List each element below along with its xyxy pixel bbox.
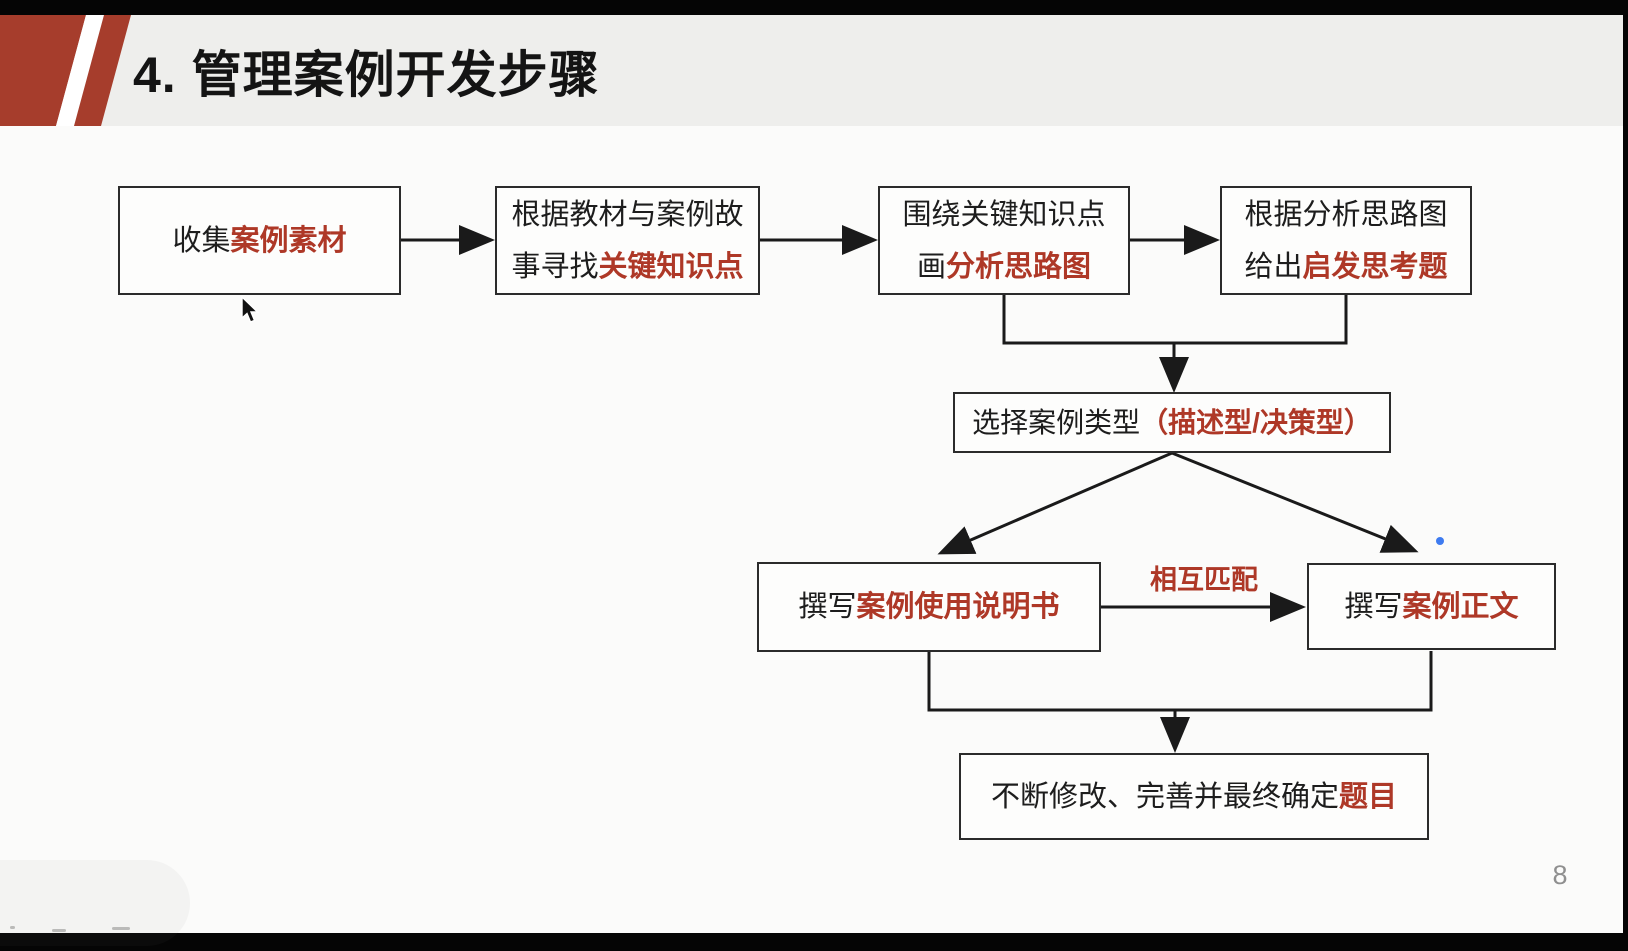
slide-page-number: 8	[1552, 860, 1568, 890]
merge-line-b3-b4	[1002, 295, 1348, 345]
page-title: 4. 管理案例开发步骤	[133, 46, 600, 103]
artifact-speckle	[52, 929, 66, 932]
flow-box-write-usage-manual: 撰写案例使用说明书	[757, 562, 1101, 652]
mouse-cursor-icon	[241, 296, 260, 323]
artifact-speckle	[112, 927, 130, 930]
mutual-match-label: 相互匹配	[1150, 565, 1258, 595]
letterbox-bottom	[0, 933, 1628, 951]
flow-box-find-key-knowledge: 根据教材与案例故事寻找关键知识点	[495, 186, 760, 295]
flow-box-finalize-title: 不断修改、完善并最终确定题目	[959, 753, 1429, 840]
header-stripes-decoration	[0, 15, 131, 126]
flow-box-collect-material: 收集案例素材	[118, 186, 401, 295]
arrow-b5-b7	[1171, 451, 1419, 553]
flow-box-write-case-body: 撰写案例正文	[1307, 563, 1556, 650]
letterbox-right	[1623, 0, 1628, 951]
flow-box-draw-analysis-map: 围绕关键知识点画分析思路图	[878, 186, 1130, 295]
merge-line-b6-b7	[927, 651, 1433, 712]
flow-box-choose-case-type: 选择案例类型（描述型/决策型）	[953, 392, 1391, 453]
flow-box-give-questions: 根据分析思路图给出启发思考题	[1220, 186, 1472, 295]
slide-header: 4. 管理案例开发步骤	[0, 15, 1623, 126]
pointer-dot-icon	[1436, 537, 1444, 545]
arrow-b5-b6	[937, 451, 1173, 555]
letterbox-top	[0, 0, 1628, 15]
overlay-remnant-blob	[0, 860, 190, 946]
artifact-speckle	[10, 926, 15, 929]
